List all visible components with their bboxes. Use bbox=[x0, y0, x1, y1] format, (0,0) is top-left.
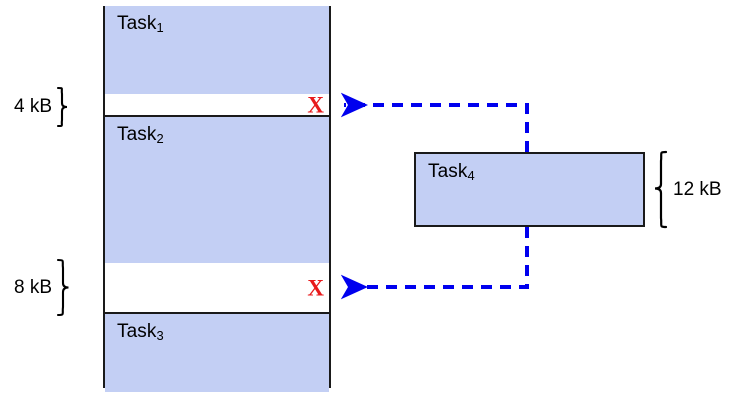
size-annotation-8kb: 8 kB bbox=[14, 258, 72, 317]
task4-label: Task4 bbox=[428, 161, 475, 184]
task2-label: Task2 bbox=[117, 124, 164, 147]
size-label-4kb: 4 kB bbox=[14, 96, 53, 117]
task3-label: Task3 bbox=[117, 321, 164, 344]
memory-block-task2: Task2 bbox=[105, 115, 329, 265]
memory-block-task3: Task3 bbox=[105, 312, 329, 392]
memory-column: Task1 X Task2 X Task3 bbox=[103, 6, 331, 392]
brace-left-icon-12kb bbox=[651, 150, 669, 230]
reject-x-icon-4kb: X bbox=[307, 92, 324, 117]
memory-block-task1: Task1 bbox=[105, 6, 329, 96]
brace-right-icon-8kb bbox=[56, 258, 72, 317]
arrow-to-8kb-hole bbox=[340, 227, 529, 300]
brace-right-icon-4kb bbox=[56, 86, 70, 128]
incoming-task4-box: Task4 bbox=[414, 152, 645, 227]
reject-x-icon-8kb: X bbox=[307, 275, 324, 300]
size-label-12kb: 12 kB bbox=[673, 179, 722, 200]
arrow-to-4kb-hole bbox=[340, 92, 529, 152]
task1-label: Task1 bbox=[117, 13, 164, 36]
size-label-8kb: 8 kB bbox=[14, 276, 53, 298]
size-annotation-12kb: 12 kB bbox=[651, 150, 722, 230]
size-annotation-4kb: 4 kB bbox=[14, 86, 70, 128]
free-hole-4kb: X bbox=[105, 92, 329, 117]
free-hole-8kb: X bbox=[105, 263, 329, 312]
